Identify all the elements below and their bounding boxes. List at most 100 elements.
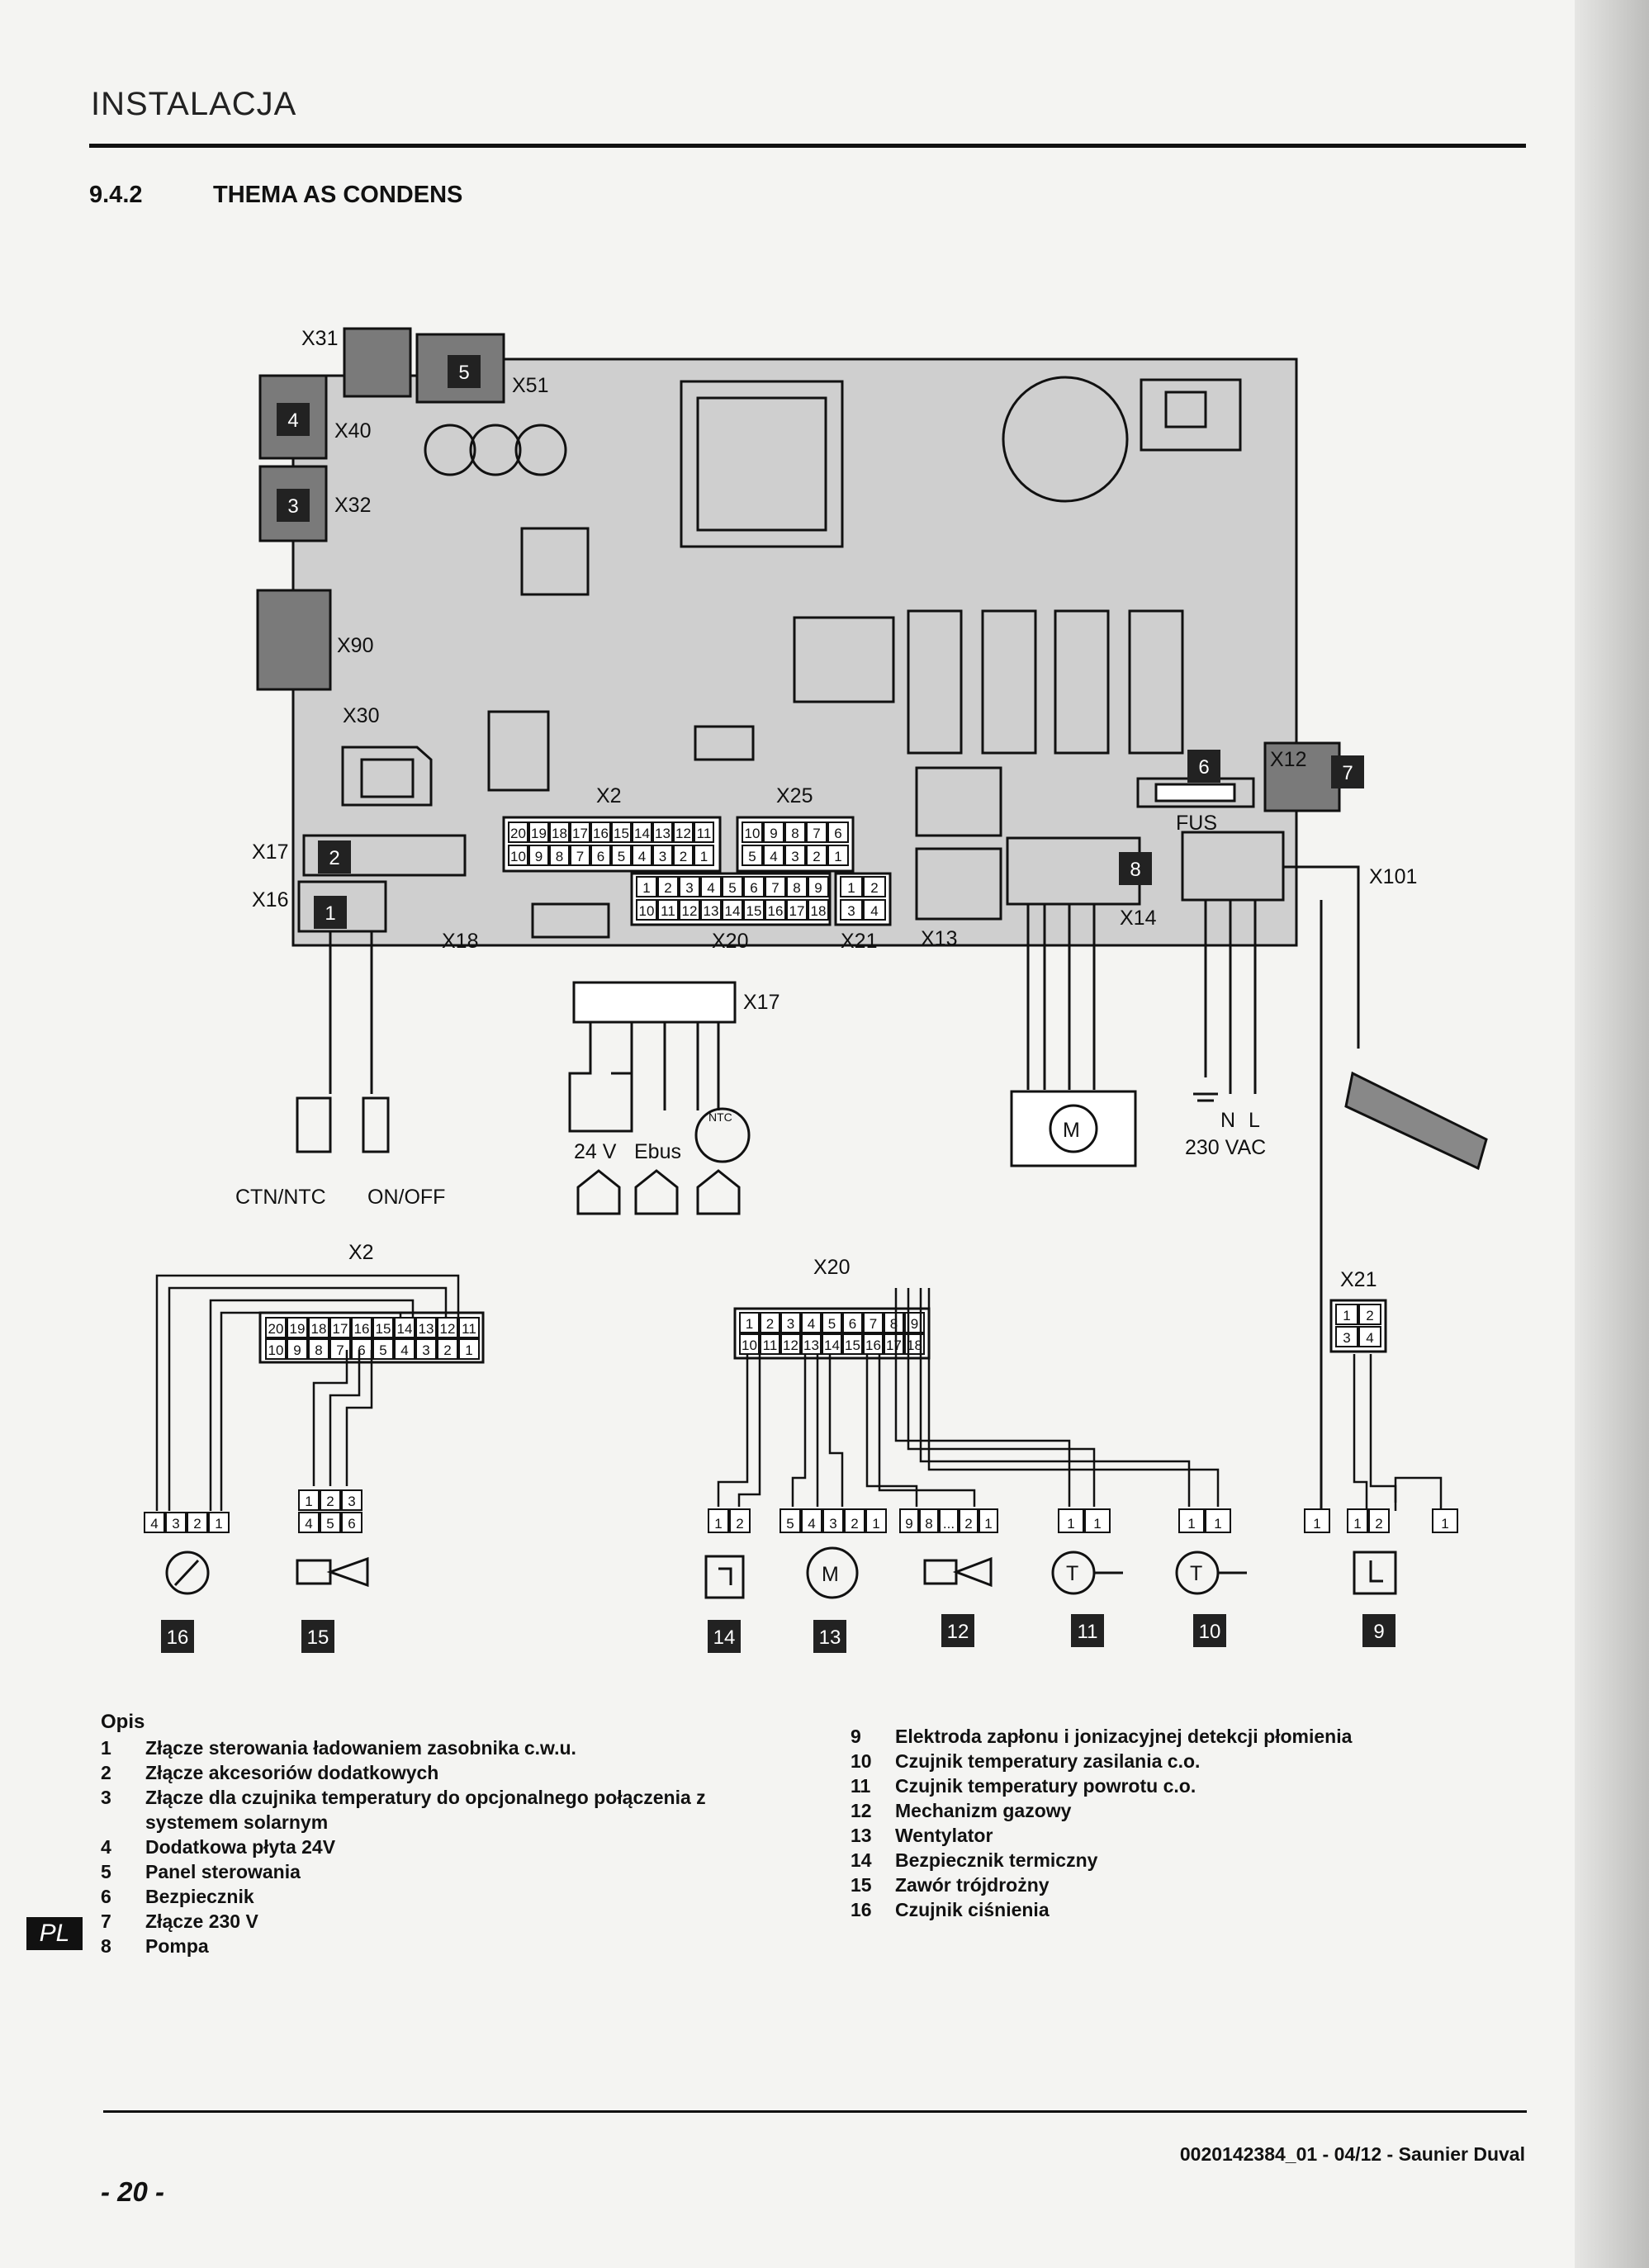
pin-number: 14 — [725, 903, 741, 919]
pin-number: 1 — [642, 880, 650, 896]
on-off-switch-icon — [362, 1096, 390, 1153]
pin-number: 2 — [1375, 1516, 1382, 1532]
pin-number: 5 — [748, 849, 756, 864]
pin-number: 13 — [704, 903, 719, 919]
legend-item-number: 10 — [851, 1750, 872, 1772]
legend-item-number: 2 — [101, 1762, 111, 1783]
pin-cell — [679, 899, 700, 921]
pin-number: 9 — [905, 1516, 912, 1532]
pin-number: 3 — [422, 1342, 429, 1358]
pin-number: 12 — [440, 1321, 456, 1337]
pin-cell — [884, 1333, 904, 1355]
badge-number: 5 — [458, 362, 469, 384]
pin-cell — [801, 1333, 822, 1355]
pin-number: 1 — [1093, 1516, 1101, 1532]
legend-item-number: 8 — [101, 1935, 111, 1957]
pin-number: 20 — [510, 826, 526, 841]
label-ntc: NTC — [708, 1110, 732, 1124]
pin-number: 5 — [326, 1516, 334, 1532]
badge-number: 6 — [1198, 756, 1209, 779]
pin-number: 4 — [808, 1316, 815, 1332]
pin-cell — [863, 1333, 884, 1355]
badge-10 — [1193, 1614, 1226, 1647]
pin-number: 17 — [886, 1338, 902, 1353]
pin-cell — [780, 1333, 801, 1355]
badge-number: 15 — [307, 1626, 329, 1649]
pin-number: 1 — [746, 1316, 753, 1332]
x16-connector — [297, 880, 387, 933]
pin-cell — [844, 1508, 865, 1533]
pin-cell — [763, 845, 784, 866]
label-x16: X16 — [252, 888, 288, 911]
legend-item-text: Bezpiecznik termiczny — [895, 1849, 1098, 1871]
pin-cell — [801, 1312, 822, 1333]
pin-cell — [165, 1512, 187, 1533]
badge-number: 4 — [287, 410, 298, 432]
pin-number: 1 — [872, 1516, 879, 1532]
pin-number: 2 — [664, 880, 671, 896]
pin-number: 8 — [556, 849, 563, 864]
pin-cell — [1347, 1508, 1368, 1533]
legend-item-number: 14 — [851, 1849, 872, 1871]
three-way-valve-icon — [296, 1559, 332, 1585]
pin-cell — [528, 845, 549, 866]
pin-cell — [743, 876, 765, 897]
pin-cell — [458, 1338, 480, 1360]
label-x17-wire: X17 — [743, 991, 779, 1014]
pin-number: 4 — [638, 849, 646, 864]
legend-item-text: Wentylator — [895, 1825, 993, 1846]
pin-number: 5 — [828, 1316, 836, 1332]
flow-temp-symbol: T — [1190, 1562, 1202, 1585]
pin-number: 8 — [890, 1316, 898, 1332]
pin-cell — [863, 899, 886, 921]
label-x40: X40 — [334, 419, 371, 443]
pin-cell — [784, 845, 806, 866]
capacitor — [1002, 376, 1129, 503]
label-230vac: 230 VAC — [1185, 1136, 1266, 1159]
badge-number: 3 — [287, 495, 298, 518]
pin-cell — [298, 1489, 320, 1511]
pin-cell — [708, 1508, 729, 1533]
ntc-sensor — [694, 1107, 751, 1163]
pin-number: 4 — [707, 880, 714, 896]
pin-cell — [899, 1508, 919, 1533]
pin-cell — [372, 1338, 394, 1360]
pin-cell — [808, 899, 829, 921]
pin-number: 2 — [736, 1516, 743, 1532]
label-l: L — [1249, 1109, 1260, 1132]
label-x21-lower: X21 — [1340, 1268, 1377, 1291]
pin-number: 4 — [870, 903, 878, 919]
pin-number: 1 — [1214, 1516, 1221, 1532]
pin-cell — [1368, 1508, 1390, 1533]
legend-item-text: Złącze 230 V — [145, 1911, 258, 1932]
legend-item-number: 3 — [101, 1787, 111, 1808]
badge-16 — [161, 1620, 194, 1653]
pin-number: 6 — [358, 1342, 365, 1358]
pin-number: 16 — [593, 826, 609, 841]
pin-cell — [549, 821, 570, 843]
pin-cell — [187, 1512, 208, 1533]
label-x101: X101 — [1369, 865, 1417, 888]
label-fus: FUS — [1176, 812, 1217, 835]
pin-number: 2 — [870, 880, 878, 896]
pin-number: 15 — [376, 1321, 391, 1337]
badge-15 — [301, 1620, 334, 1653]
pin-cell — [341, 1512, 362, 1533]
pin-number: 3 — [791, 849, 798, 864]
label-x25: X25 — [776, 784, 813, 807]
pin-cell — [329, 1317, 351, 1338]
badge-number: 10 — [1199, 1621, 1221, 1643]
pin-cell — [308, 1317, 329, 1338]
pin-number: 17 — [333, 1321, 348, 1337]
house-icon-ntc — [696, 1169, 741, 1215]
gas-valve-icon — [923, 1559, 958, 1585]
label-x21: X21 — [841, 930, 877, 953]
pin-number: 1 — [700, 849, 708, 864]
legend-item-number: 16 — [851, 1899, 872, 1920]
pin-cell — [1084, 1508, 1111, 1533]
pin-number: 1 — [1187, 1516, 1195, 1532]
